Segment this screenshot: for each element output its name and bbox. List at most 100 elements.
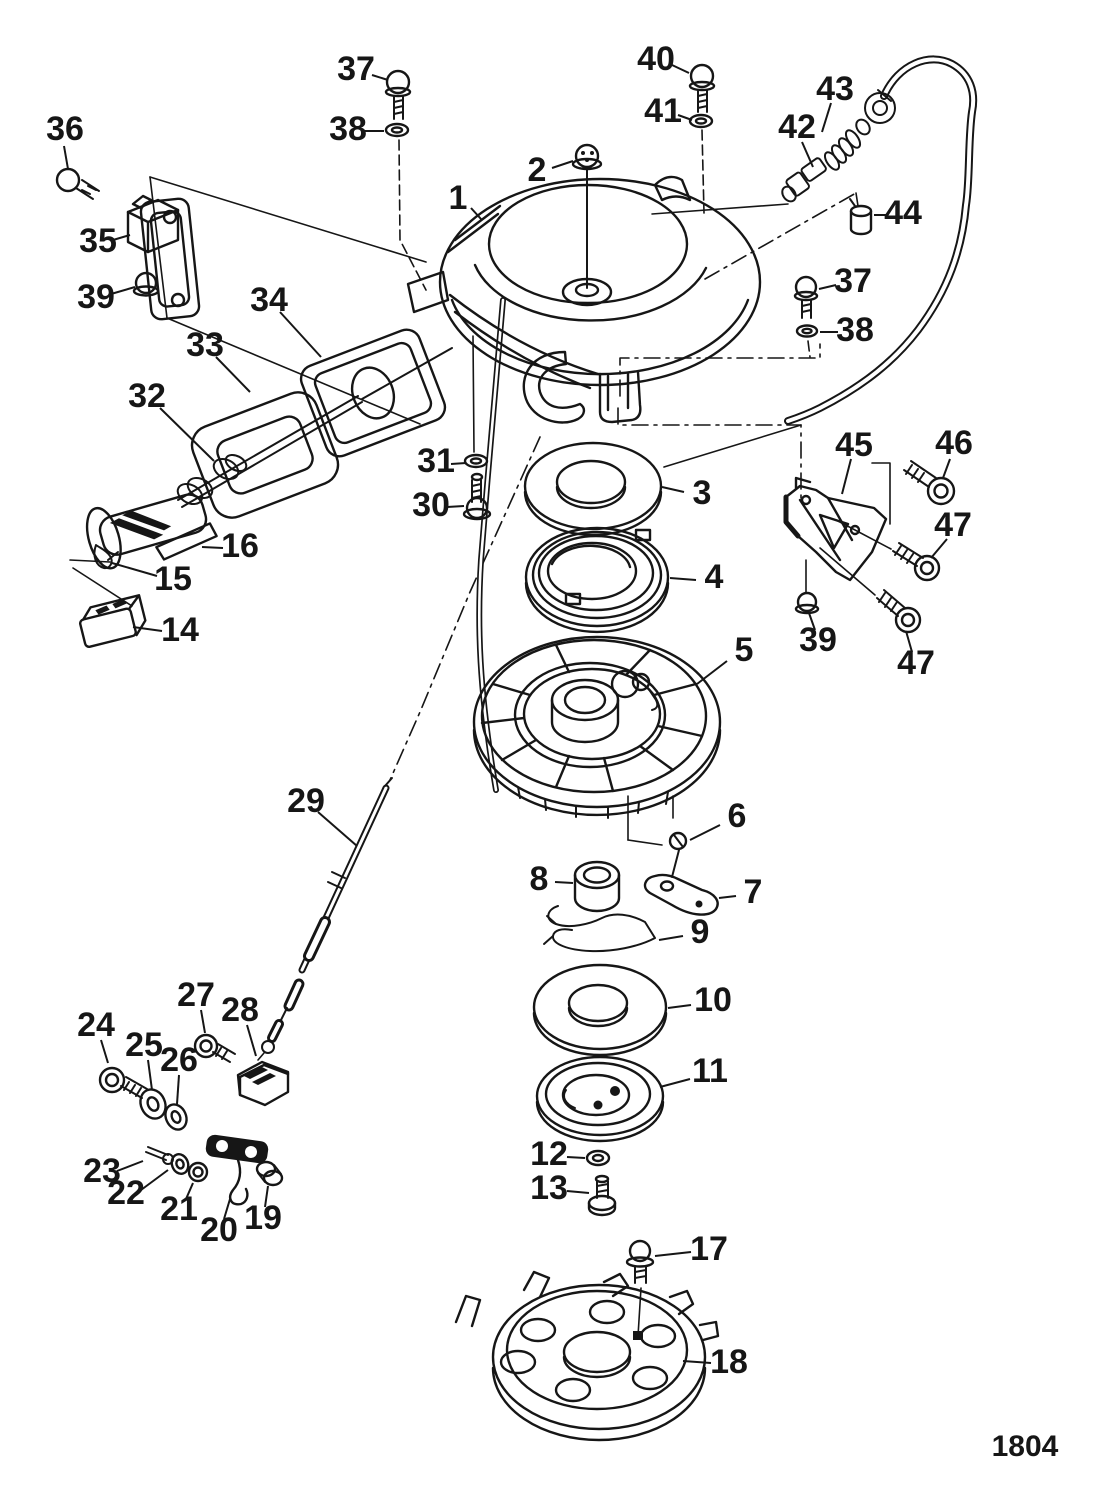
callout-39: 39 xyxy=(799,621,837,659)
bracket-plate xyxy=(139,197,201,321)
callout-leader-31 xyxy=(450,462,467,465)
part-14-anchor-block xyxy=(79,594,147,648)
part-41-washer xyxy=(688,113,714,129)
callout-leader-28 xyxy=(246,1024,257,1057)
callout-13: 13 xyxy=(530,1169,568,1207)
callout-leader-18 xyxy=(682,1360,712,1364)
part-26-washer xyxy=(164,1103,188,1131)
part-4-recoil-spring xyxy=(524,526,670,634)
part-35-stop-switch xyxy=(126,194,180,254)
part-30-bolt xyxy=(462,472,492,521)
callout-leader-39 xyxy=(110,286,136,295)
callout-leader-34 xyxy=(279,311,322,358)
callout-27: 27 xyxy=(177,976,215,1014)
callout-19: 19 xyxy=(244,1199,282,1237)
part-9-friction-spring xyxy=(543,905,656,953)
part-38-washer-top xyxy=(384,122,410,138)
callout-7: 7 xyxy=(744,873,763,911)
part-17-bolt xyxy=(625,1239,655,1284)
callout-37: 37 xyxy=(337,50,375,88)
callout-41: 41 xyxy=(644,92,682,130)
part-13-bolt xyxy=(587,1174,617,1217)
part-22-washer xyxy=(170,1153,190,1175)
projection-lines xyxy=(69,129,892,1337)
callout-39: 39 xyxy=(77,278,115,316)
callout-1: 1 xyxy=(449,179,468,217)
part-5-sheave-wheel xyxy=(472,635,722,819)
callout-26: 26 xyxy=(160,1041,198,1079)
callout-42: 42 xyxy=(778,108,816,146)
part-7-pawl xyxy=(643,873,719,916)
callout-leader-11 xyxy=(659,1078,691,1088)
callout-12: 12 xyxy=(530,1135,568,1173)
lockout-cable xyxy=(257,777,393,1061)
part-15-rope-end xyxy=(93,544,119,570)
callout-6: 6 xyxy=(728,797,747,835)
part-6-pin xyxy=(668,831,688,878)
callout-43: 43 xyxy=(816,70,854,108)
callout-leader-47 xyxy=(930,538,948,559)
callout-leader-47 xyxy=(905,630,913,653)
callout-3: 3 xyxy=(693,474,712,512)
part-37-bolt-top xyxy=(384,69,412,138)
callout-leader-14 xyxy=(132,626,163,632)
callout-8: 8 xyxy=(530,860,549,898)
callout-leader-24 xyxy=(100,1039,109,1064)
part-18-starter-cup xyxy=(454,1270,720,1442)
callout-leader-21 xyxy=(185,1182,194,1200)
part-20-hook-lever xyxy=(229,1158,249,1206)
part-34-plate xyxy=(299,328,447,458)
part-21-nut xyxy=(187,1161,209,1183)
part-45-bracket xyxy=(783,476,888,582)
callout-leader-13 xyxy=(566,1190,590,1194)
callout-leader-1 xyxy=(470,207,482,220)
callout-leader-43 xyxy=(821,102,832,133)
callout-38: 38 xyxy=(329,110,367,148)
callout-leader-15 xyxy=(111,562,158,577)
part-36-bolt xyxy=(55,167,100,200)
callout-33: 33 xyxy=(186,326,224,364)
callout-10: 10 xyxy=(694,981,732,1019)
part-1-recoil-housing xyxy=(406,169,762,424)
callout-leader-33 xyxy=(215,356,251,393)
callout-leader-17 xyxy=(654,1251,692,1257)
callout-35: 35 xyxy=(79,222,117,260)
callout-leader-39 xyxy=(808,612,816,631)
callout-9: 9 xyxy=(691,913,710,951)
part-31-washer xyxy=(463,453,489,469)
callout-leader-32 xyxy=(159,407,215,462)
part-44-cap xyxy=(849,198,873,236)
part-47-bolt-lower xyxy=(876,589,922,634)
callout-46: 46 xyxy=(935,424,973,462)
callout-15: 15 xyxy=(154,560,192,598)
part-28-cable-clamp xyxy=(236,1060,290,1107)
callout-17: 17 xyxy=(690,1230,728,1268)
callout-leader-23 xyxy=(116,1160,144,1172)
callout-38: 38 xyxy=(836,311,874,349)
page-number: 1804 xyxy=(991,1430,1059,1463)
callout-leader-2 xyxy=(551,160,574,169)
callout-40: 40 xyxy=(637,40,675,78)
callout-25: 25 xyxy=(125,1026,163,1064)
callout-11: 11 xyxy=(692,1052,728,1090)
part-33-handle-housing xyxy=(190,391,340,519)
callout-28: 28 xyxy=(221,991,259,1029)
part-24-bolt xyxy=(98,1066,148,1099)
part-46-bolt xyxy=(903,460,956,506)
callout-47: 47 xyxy=(897,644,935,682)
fuel-hose xyxy=(784,55,978,425)
part-40-bolt xyxy=(688,63,716,129)
callout-leader-30 xyxy=(446,505,465,508)
callout-leader-6 xyxy=(689,824,721,841)
callout-leader-40 xyxy=(671,64,690,74)
callout-24: 24 xyxy=(77,1006,115,1044)
callout-leader-36 xyxy=(63,145,69,170)
part-12-nut xyxy=(585,1149,611,1167)
callout-20: 20 xyxy=(200,1211,238,1249)
callout-leader-27 xyxy=(200,1009,206,1034)
part-2-flange-nut xyxy=(571,143,603,171)
part-8-bushing xyxy=(573,860,621,913)
callout-leader-46 xyxy=(942,458,951,479)
callout-leader-37 xyxy=(371,74,389,81)
callout-leader-25 xyxy=(147,1059,153,1091)
